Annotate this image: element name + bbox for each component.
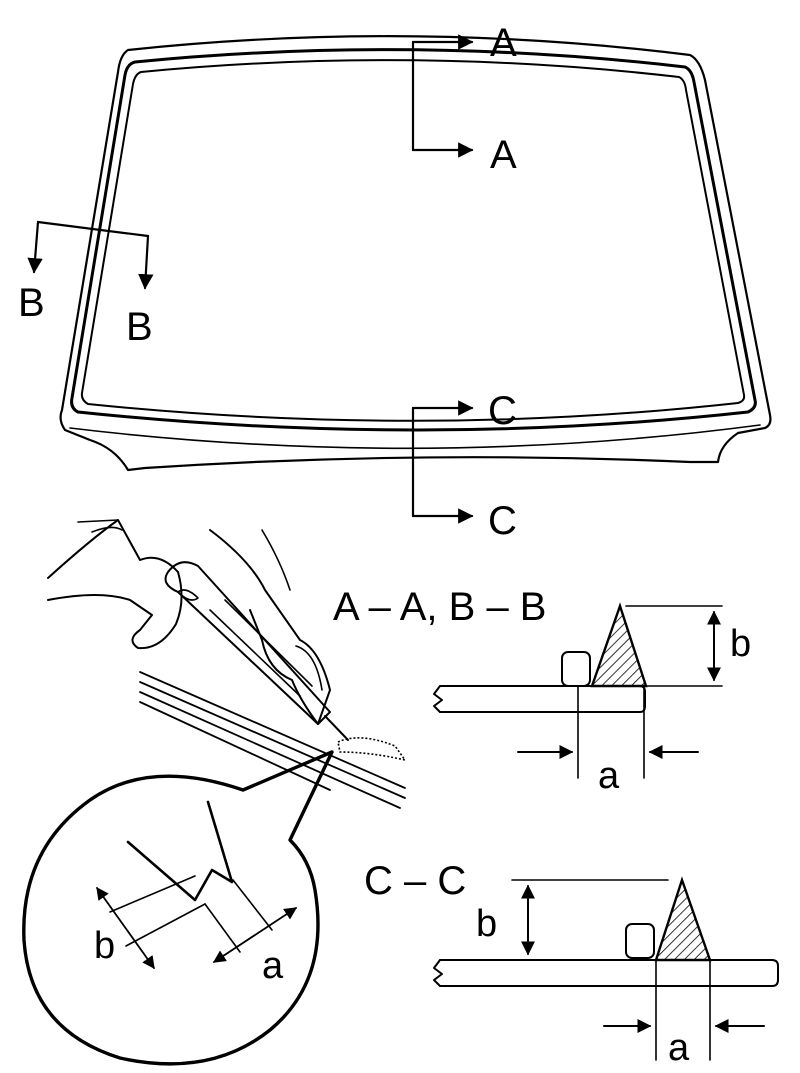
sealant-gun xyxy=(164,561,331,725)
detail-ab-title: A – A, B – B xyxy=(333,585,546,629)
zoom-dim-a-label: a xyxy=(262,945,284,987)
section-c-bottom-label: C xyxy=(488,499,517,543)
left-hand xyxy=(47,519,183,650)
windshield-moulding-outer xyxy=(70,48,757,432)
windshield-outer-edge xyxy=(59,35,772,472)
zoom-circle-detail: b a xyxy=(22,750,334,1066)
detail-cc-dim-a-label: a xyxy=(668,1027,690,1069)
detail-cc-dam xyxy=(625,923,655,959)
section-b-right-label: B xyxy=(126,305,153,349)
detail-cc-adhesive xyxy=(654,876,712,962)
section-c-marker: C C xyxy=(411,389,517,543)
detail-ab: A – A, B – B b a xyxy=(333,585,751,797)
detail-ab-dim-a-label: a xyxy=(598,755,620,797)
section-a-marker: A A xyxy=(411,21,517,177)
section-b-left-label: B xyxy=(18,281,45,325)
section-a-top-label: A xyxy=(490,21,517,65)
detail-cc: C – C b a xyxy=(364,859,779,1069)
adhesive-bead xyxy=(337,737,407,762)
detail-ab-dam xyxy=(561,651,591,687)
sealant-gun-illustration xyxy=(47,519,407,809)
zoom-dim-b-label: b xyxy=(94,925,115,967)
detail-cc-dim-b-label: b xyxy=(476,903,497,945)
section-b-marker: B B xyxy=(18,220,154,349)
detail-cc-title: C – C xyxy=(364,859,466,903)
right-hand xyxy=(209,529,331,725)
zoom-callout xyxy=(22,750,334,1066)
detail-ab-adhesive xyxy=(590,602,648,688)
windshield-moulding-inner xyxy=(80,59,746,422)
detail-ab-dim-b-label: b xyxy=(730,623,751,665)
section-c-top-label: C xyxy=(488,389,517,433)
windshield: A A B B C C xyxy=(18,21,772,543)
section-a-bottom-label: A xyxy=(490,133,517,177)
